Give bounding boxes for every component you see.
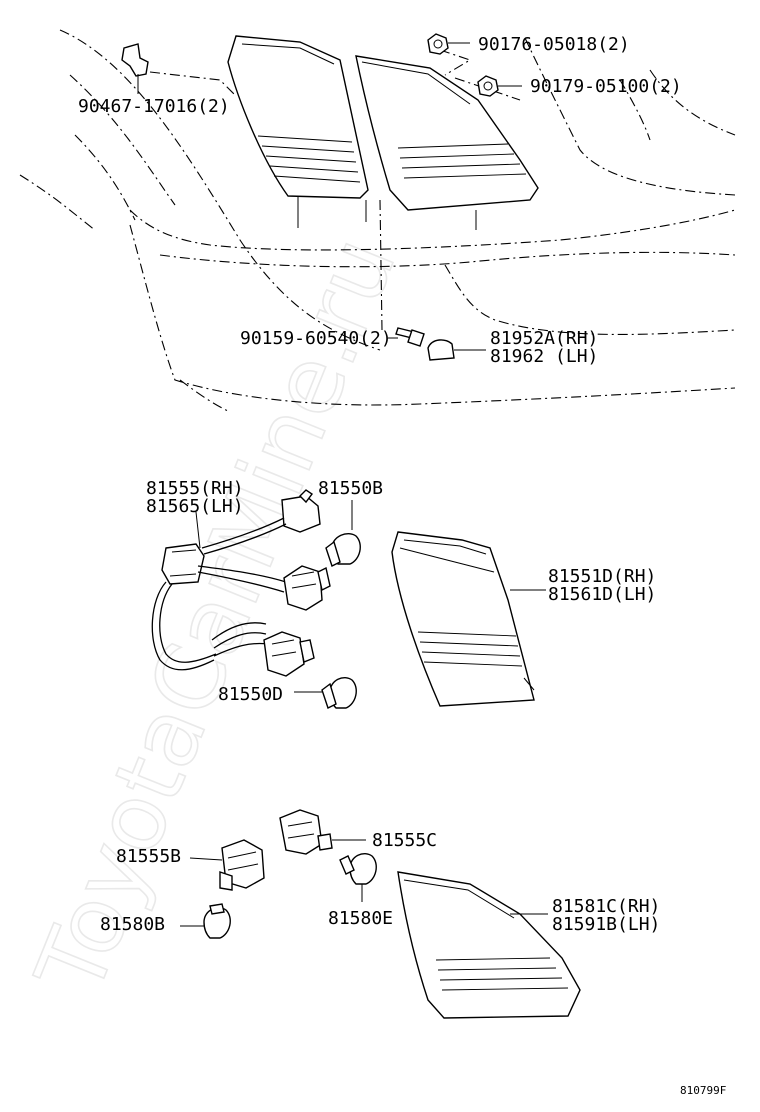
inner-lens-81581c: [397, 871, 581, 1019]
outer-tail-lamp-top: [227, 35, 369, 228]
leader-81555: [195, 511, 201, 549]
label-81561d-lh: 81561D(LH): [548, 584, 656, 605]
cover-81952a: [427, 339, 486, 361]
label-81591b-lh: 81591B(LH): [552, 914, 660, 935]
label-81550b: 81550B: [318, 478, 383, 499]
socket-81555b: [189, 839, 265, 891]
inner-tail-lamp-top: [355, 55, 539, 230]
label-81962-lh: 81962 (LH): [490, 346, 598, 367]
outer-lens-81551d: [391, 531, 546, 707]
socket-wire-81555: [151, 489, 331, 677]
bulb-81550d: [294, 676, 357, 709]
label-81952a-rh: 81952A(RH): [490, 328, 598, 349]
vehicle-body-outline: [19, 29, 736, 413]
label-81580e: 81580E: [328, 908, 393, 929]
nut-90179: [477, 75, 522, 97]
screw-90159: [388, 327, 425, 347]
clip-90467: [121, 43, 149, 94]
bulb-81550b: [325, 500, 361, 567]
label-81580b: 81580B: [100, 914, 165, 935]
label-81550d: 81550D: [218, 684, 283, 705]
label-90159-60540: 90159-60540(2): [240, 328, 392, 349]
label-90467-17016: 90467-17016(2): [78, 96, 230, 117]
diagram-code: 810799F: [680, 1084, 726, 1097]
label-81555c: 81555C: [372, 830, 437, 851]
bulb-81580b: [180, 903, 231, 939]
socket-81555c: [279, 809, 366, 855]
nut-90176: [427, 33, 470, 55]
label-81581c-rh: 81581C(RH): [552, 896, 660, 917]
label-90179-05100: 90179-05100(2): [530, 76, 682, 97]
label-81551d-rh: 81551D(RH): [548, 566, 656, 587]
bulb-81580e: [339, 852, 377, 902]
label-81555-rh: 81555(RH): [146, 478, 244, 499]
label-81555b: 81555B: [116, 846, 181, 867]
label-90176-05018: 90176-05018(2): [478, 34, 630, 55]
label-81565-lh: 81565(LH): [146, 496, 244, 517]
